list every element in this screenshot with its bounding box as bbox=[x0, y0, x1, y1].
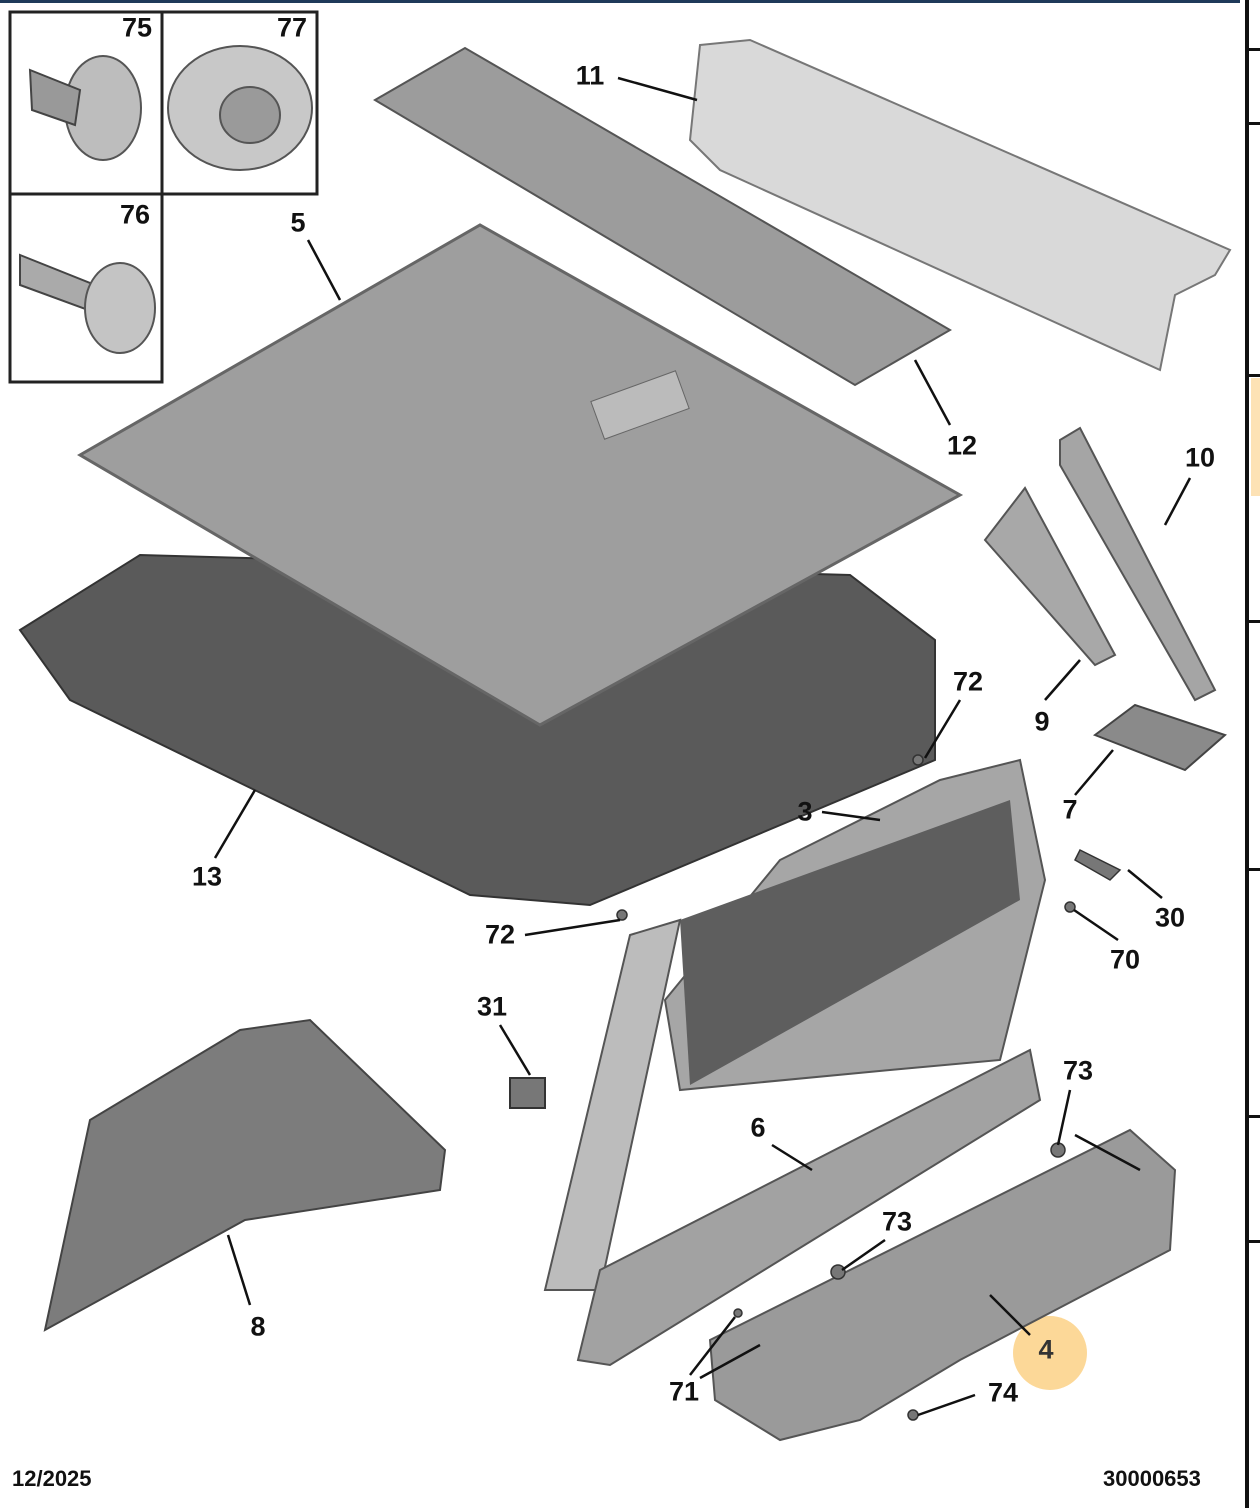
part-76-screw bbox=[19, 253, 156, 354]
part-77-grommet bbox=[167, 45, 313, 171]
panel-divider bbox=[1249, 48, 1260, 51]
part-5-floor-panel bbox=[77, 223, 964, 727]
part-31-clip bbox=[509, 1077, 546, 1109]
selected-panel-indicator[interactable] bbox=[1251, 378, 1260, 496]
callout-74[interactable]: 74 bbox=[987, 1377, 1019, 1408]
part-74-clip bbox=[907, 1409, 919, 1421]
callout-10[interactable]: 10 bbox=[1184, 442, 1216, 473]
diagram-number: 30000653 bbox=[1103, 1466, 1201, 1491]
part-30-hook bbox=[1074, 848, 1122, 881]
panel-divider bbox=[1249, 122, 1260, 125]
leader-lines bbox=[213, 76, 1192, 1417]
callout-6[interactable]: 6 bbox=[750, 1112, 766, 1143]
part-10-insulation bbox=[1059, 426, 1217, 702]
callout-7[interactable]: 7 bbox=[1062, 794, 1078, 825]
callout-3[interactable]: 3 bbox=[797, 796, 813, 827]
callout-73[interactable]: 73 bbox=[1062, 1055, 1094, 1086]
inset-box-76 bbox=[8, 192, 164, 384]
part-75-clip bbox=[28, 55, 142, 161]
floor-handle bbox=[590, 370, 690, 440]
part-71-screw bbox=[733, 1308, 743, 1318]
callout-30[interactable]: 30 bbox=[1154, 902, 1186, 933]
callout-12[interactable]: 12 bbox=[946, 430, 978, 461]
callout-76[interactable]: 76 bbox=[119, 199, 151, 230]
part-4-bracket bbox=[708, 1128, 1177, 1442]
panel-divider bbox=[1249, 374, 1260, 377]
fasteners bbox=[616, 754, 1122, 1421]
panel-divider bbox=[1249, 620, 1260, 623]
callout-70[interactable]: 70 bbox=[1109, 944, 1141, 975]
callout-31[interactable]: 31 bbox=[476, 991, 508, 1022]
part-70-screw bbox=[1064, 901, 1076, 913]
callout-11[interactable]: 11 bbox=[575, 60, 605, 91]
callout-75[interactable]: 75 bbox=[121, 12, 153, 43]
panel-divider bbox=[1249, 1115, 1260, 1118]
right-panel-border bbox=[1245, 0, 1249, 1508]
callout-4[interactable]: 4 bbox=[1038, 1334, 1054, 1365]
callout-8[interactable]: 8 bbox=[250, 1311, 266, 1342]
callout-77[interactable]: 77 bbox=[276, 12, 308, 43]
part-72-clip bbox=[616, 909, 628, 921]
part-8-wheelarch-trim bbox=[43, 1018, 447, 1332]
part-73-clip bbox=[830, 1264, 846, 1280]
part-7-pad bbox=[1092, 703, 1227, 772]
panel-divider bbox=[1249, 1240, 1260, 1243]
part-11-sill-trim bbox=[688, 38, 1232, 372]
callout-72[interactable]: 72 bbox=[952, 666, 984, 697]
part-12-panel bbox=[373, 46, 952, 387]
callout-5[interactable]: 5 bbox=[290, 207, 306, 238]
panel-divider bbox=[1249, 868, 1260, 871]
part-3-pillar bbox=[543, 918, 682, 1291]
callout-72[interactable]: 72 bbox=[484, 919, 516, 950]
highlight-circle-part-4[interactable] bbox=[1013, 1316, 1087, 1390]
part-73-clip bbox=[1050, 1142, 1066, 1158]
top-border bbox=[0, 0, 1240, 3]
callout-71[interactable]: 71 bbox=[668, 1376, 700, 1407]
part-3-recess bbox=[680, 800, 1020, 1085]
diagram-date: 12/2025 bbox=[12, 1466, 92, 1491]
part-9-insulation bbox=[983, 486, 1117, 667]
callout-73[interactable]: 73 bbox=[881, 1206, 913, 1237]
part-6-sill-cover bbox=[576, 1048, 1042, 1367]
inset-box-77 bbox=[160, 10, 319, 196]
inset-boxes bbox=[8, 10, 319, 384]
callout-13[interactable]: 13 bbox=[191, 861, 223, 892]
part-72-clip bbox=[912, 754, 924, 766]
callout-9[interactable]: 9 bbox=[1034, 706, 1050, 737]
